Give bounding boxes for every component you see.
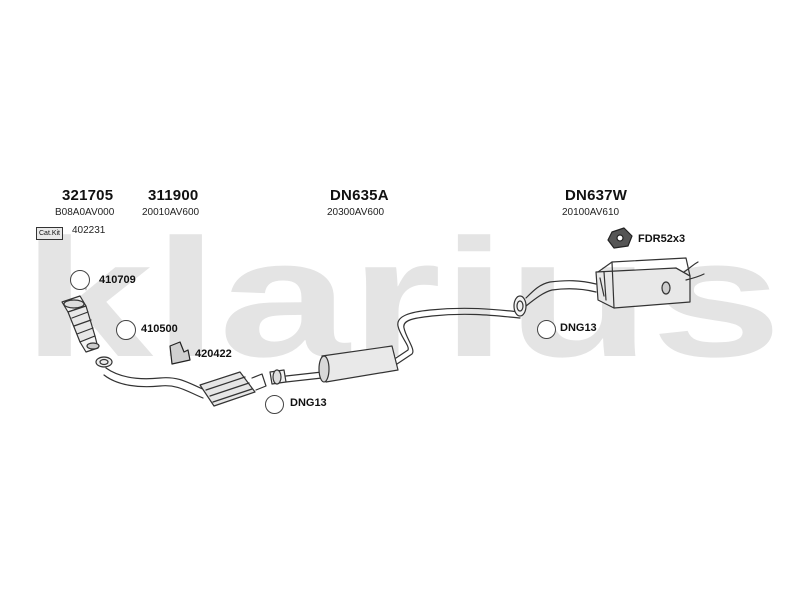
oe-number-dn637w: 20100AV610 xyxy=(562,207,620,218)
pipe-connector xyxy=(269,369,287,385)
accessory-410500: 410500 xyxy=(141,323,178,335)
part-number-dn635a: DN635A xyxy=(330,187,389,204)
accessory-fdr52x3: FDR52x3 xyxy=(638,233,686,245)
accessory-dng13-rear: DNG13 xyxy=(560,322,597,334)
part-number-311900: 311900 xyxy=(148,187,199,204)
clamp-bracket-icon xyxy=(169,341,191,365)
center-silencer xyxy=(285,307,521,383)
accessory-420422: 420422 xyxy=(195,348,232,360)
manifold-catalyst xyxy=(61,295,100,353)
accessory-410709: 410709 xyxy=(99,274,136,286)
rear-flange xyxy=(513,295,527,317)
oe-number-321705: B08A0AV000 xyxy=(55,207,115,218)
oe-number-dn635a: 20300AV600 xyxy=(327,207,385,218)
cat-kit-number: 402231 xyxy=(72,225,106,236)
gasket-icon xyxy=(537,320,556,339)
part-number-dn637w: DN637W xyxy=(565,187,628,204)
downpipe-flange xyxy=(95,356,113,368)
gasket-icon xyxy=(116,320,136,340)
gasket-icon xyxy=(70,270,90,290)
rear-silencer xyxy=(525,257,705,309)
oe-number-311900: 20010AV600 xyxy=(142,207,200,218)
rubber-hanger-icon xyxy=(607,227,633,249)
part-number-321705: 321705 xyxy=(62,187,114,204)
accessory-dng13-front: DNG13 xyxy=(290,397,327,409)
front-pipe-catalyst xyxy=(103,367,267,407)
gasket-icon xyxy=(265,395,284,414)
cat-kit-tag: Cat.Kit xyxy=(36,227,64,240)
